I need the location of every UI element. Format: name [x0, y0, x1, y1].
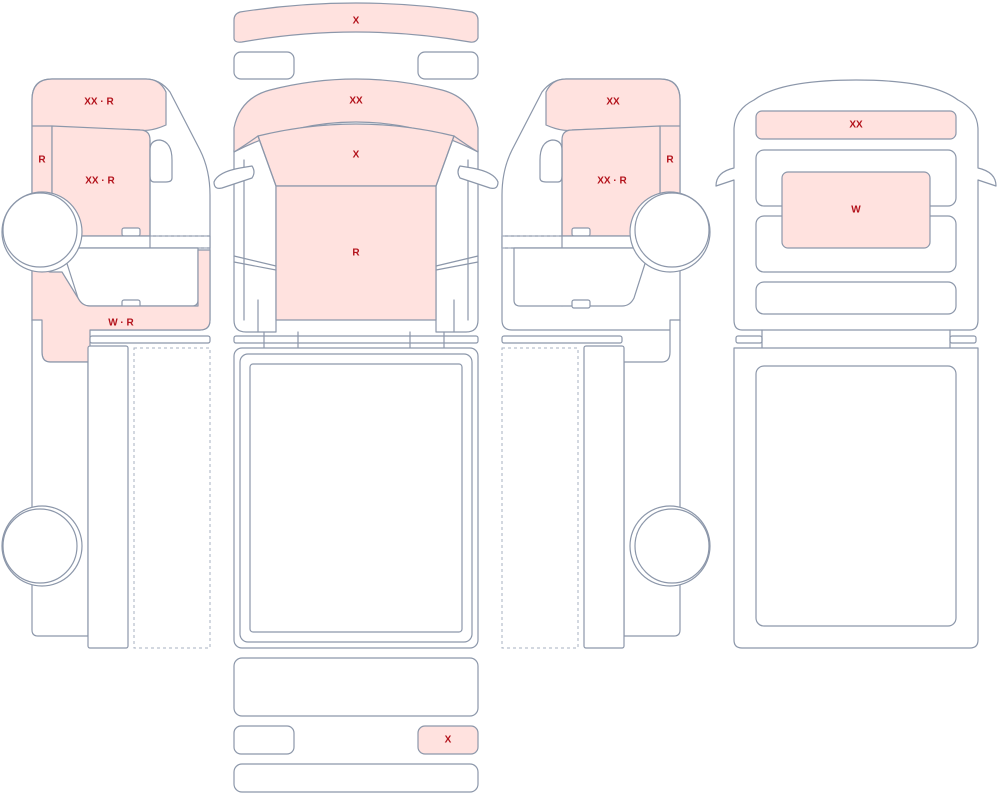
- right-lower-door[interactable]: [513, 247, 651, 307]
- right-side-view: XX R XX · R: [501, 78, 711, 649]
- roof-panel[interactable]: [249, 363, 463, 633]
- left-rear-wheel-inner: [2, 508, 78, 584]
- center-top-view: XX X R X: [213, 78, 499, 793]
- left-door-handle[interactable]: [121, 227, 141, 237]
- left-mirror[interactable]: [149, 139, 173, 183]
- right-front-door-upper[interactable]: [545, 78, 681, 132]
- mirror-cap-left[interactable]: [233, 51, 295, 80]
- rear-view: XX W: [715, 79, 997, 649]
- left-sill-mark: W · R: [108, 318, 134, 329]
- rear-window[interactable]: [781, 171, 931, 249]
- mirror-cap-right[interactable]: [417, 51, 479, 80]
- right-lower-handle[interactable]: [571, 299, 591, 309]
- rear-window-mark: W: [851, 205, 861, 216]
- center-right-rail: [435, 149, 479, 333]
- rear-clip-left[interactable]: [735, 335, 763, 344]
- left-step-upper[interactable]: [89, 335, 211, 344]
- left-lower-door[interactable]: [61, 247, 199, 307]
- rear-bumper[interactable]: [233, 657, 479, 717]
- bottom-small-right[interactable]: [417, 725, 479, 755]
- rear-door-panel[interactable]: [755, 365, 957, 627]
- hood-main-mark: R: [352, 248, 360, 259]
- roof-top-panel[interactable]: [233, 2, 479, 43]
- right-front-door-upper-mark: XX: [606, 97, 620, 108]
- right-front-pillar-mark: R: [666, 155, 674, 166]
- bottom-small-right-mark: X: [445, 735, 452, 746]
- hood-mid-mark: X: [353, 150, 360, 161]
- left-front-wheel-inner: [2, 192, 78, 268]
- roof-top-mark: X: [353, 16, 360, 27]
- right-step-upper[interactable]: [501, 335, 623, 344]
- right-front-door-main-mark: XX · R: [597, 176, 627, 187]
- rear-top-mark: XX: [849, 120, 863, 131]
- center-left-mirror[interactable]: [213, 165, 255, 189]
- center-left-rail: [233, 149, 277, 333]
- right-sliding-door[interactable]: [501, 347, 579, 649]
- left-rear-panel[interactable]: [87, 345, 129, 649]
- rear-top-panel[interactable]: [755, 110, 957, 140]
- front-bumper-bar[interactable]: [233, 335, 479, 344]
- left-front-pillar-mark: R: [38, 155, 46, 166]
- left-front-door-upper-mark: XX · R: [84, 97, 114, 108]
- hood-front-mark: XX: [349, 96, 363, 107]
- right-door-handle[interactable]: [571, 227, 591, 237]
- rear-lower-frame[interactable]: [755, 281, 957, 315]
- left-side-view: XX · R R XX · R W · R: [1, 78, 211, 649]
- right-rear-panel[interactable]: [583, 345, 625, 649]
- left-rear-body[interactable]: [31, 319, 89, 637]
- left-front-door-upper[interactable]: [31, 78, 167, 132]
- bottom-small-left[interactable]: [233, 725, 295, 755]
- right-rear-body[interactable]: [623, 319, 681, 637]
- left-front-door-main-mark: XX · R: [85, 176, 115, 187]
- hood-main[interactable]: [275, 185, 437, 321]
- rear-body-outline: [715, 79, 997, 331]
- right-front-wheel-inner: [634, 192, 710, 268]
- bottom-strip[interactable]: [233, 763, 479, 793]
- roof-top-section: X: [233, 2, 479, 80]
- right-mirror[interactable]: [539, 139, 563, 183]
- center-right-mirror[interactable]: [457, 165, 499, 189]
- right-rear-wheel-inner: [634, 508, 710, 584]
- rear-clip-right[interactable]: [949, 335, 977, 344]
- left-sliding-door[interactable]: [133, 347, 211, 649]
- hood-front[interactable]: [233, 78, 479, 153]
